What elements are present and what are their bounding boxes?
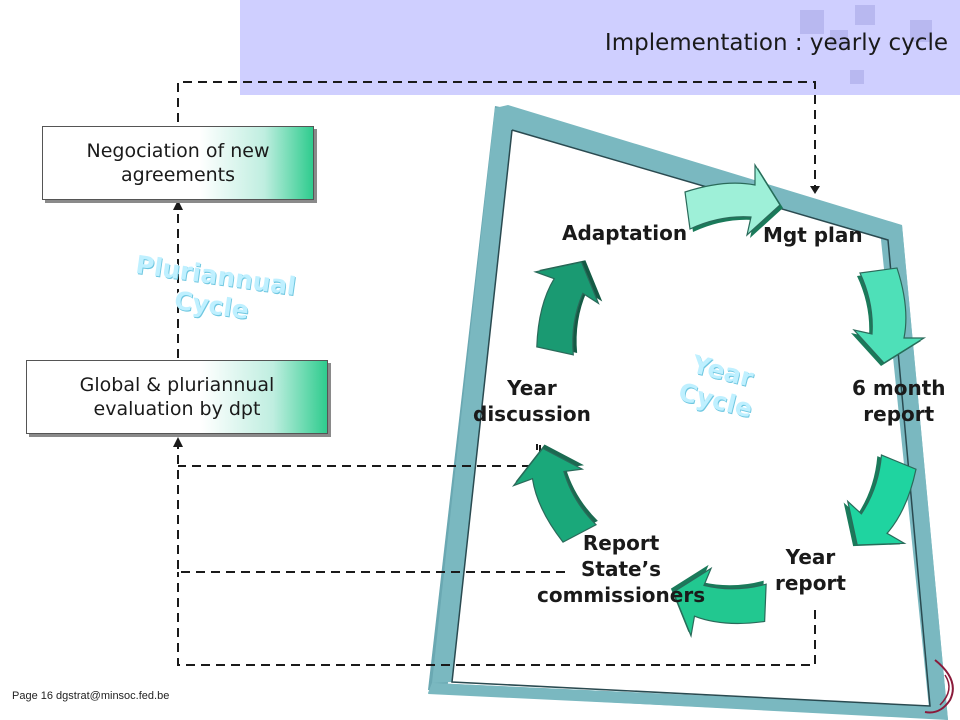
header-decoration xyxy=(800,10,824,34)
header-decoration xyxy=(855,5,875,25)
pluri-arrowhead xyxy=(173,200,183,210)
top-connector xyxy=(177,81,816,186)
arrow-mgt-plan xyxy=(684,162,783,238)
arrow-year-discussion xyxy=(511,444,598,543)
page-footer: Page 16 dgstrat@minsoc.fed.be xyxy=(12,690,170,702)
year-report-connector xyxy=(177,572,816,666)
arrow-report-state xyxy=(670,564,767,639)
corner-decoration xyxy=(939,674,950,706)
arrow-year-report xyxy=(843,454,917,547)
stage-year-discussion: Year discussion xyxy=(473,376,591,426)
report-connector xyxy=(177,440,570,573)
stage-year-report: Year report xyxy=(775,545,846,595)
header-decoration xyxy=(850,70,864,84)
eval-arrowhead xyxy=(173,437,183,447)
arrow-six-month xyxy=(851,267,927,366)
year-frame-bottom xyxy=(428,683,935,718)
corner-decoration xyxy=(924,659,954,714)
global-evaluation-box: Global & pluriannual evaluation by dpt xyxy=(26,360,328,434)
stage-adaptation: Adaptation xyxy=(562,221,688,245)
stage-six-month-report: 6 month report xyxy=(852,376,946,426)
arrow-adaptation xyxy=(533,260,603,356)
discussion-connector xyxy=(178,445,541,467)
top-connector-arrowhead xyxy=(810,186,820,194)
page-title: Implementation : yearly cycle xyxy=(604,30,948,56)
stage-report-state: Report State’s commissioners xyxy=(537,531,706,607)
header-decoration xyxy=(910,20,932,42)
negociation-box: Negociation of new agreements xyxy=(42,126,314,200)
stage-mgt-plan: Mgt plan xyxy=(763,223,863,247)
header-decoration xyxy=(830,30,848,48)
